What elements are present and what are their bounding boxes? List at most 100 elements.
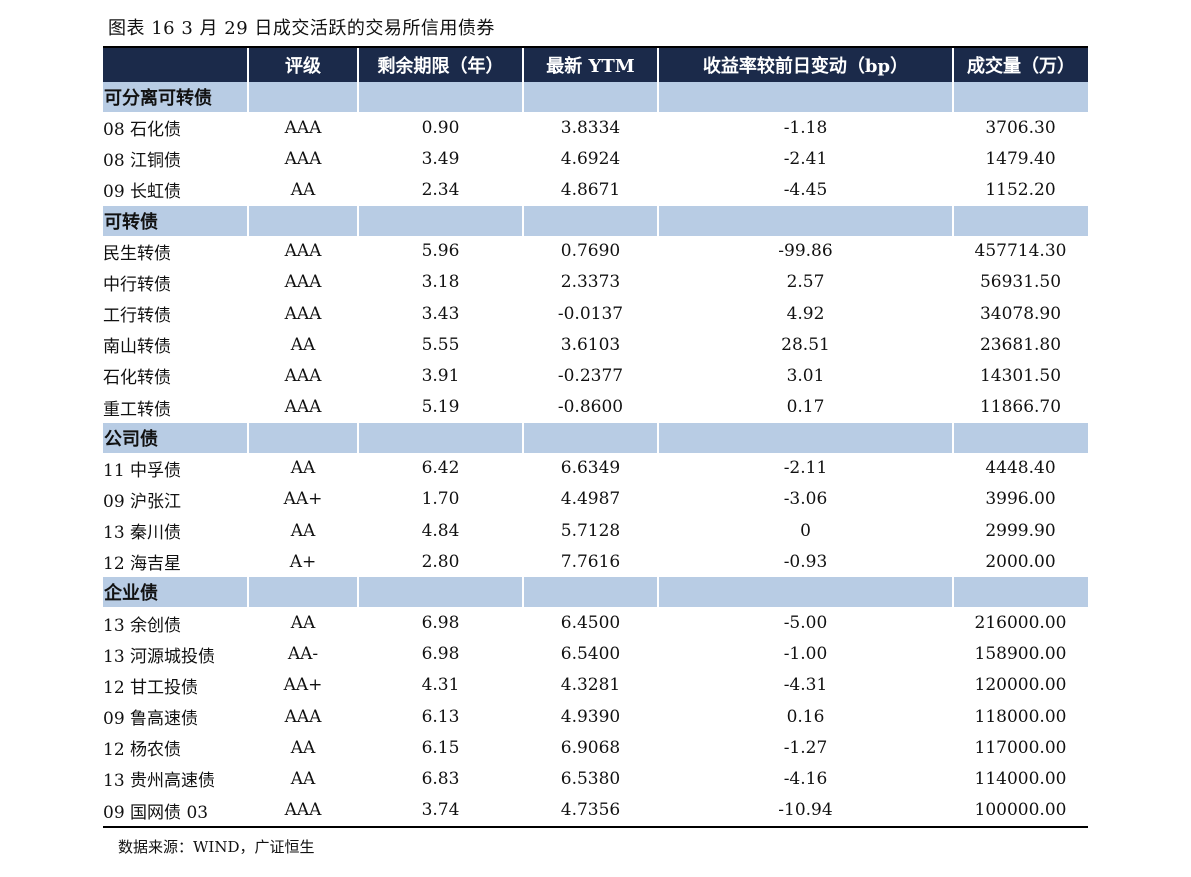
change-cell: -3.06 [783, 489, 828, 510]
volume-cell: 2999.90 [985, 520, 1056, 541]
volume-cell: 457714.30 [974, 241, 1067, 262]
bond-name-cell: 民生转债 [103, 243, 171, 264]
rating-cell: AA [290, 179, 316, 200]
volume-cell: 2000.00 [985, 551, 1056, 572]
rating-cell: AAA [284, 706, 322, 727]
volume-cell: 11866.70 [979, 397, 1062, 418]
volume-cell: 1479.40 [985, 148, 1056, 169]
section-filler-cell [248, 205, 359, 236]
section-filler-cell [658, 577, 954, 608]
section-filler-cell [523, 422, 659, 453]
term-cell: 5.19 [421, 397, 460, 418]
section-filler-cell [953, 205, 1088, 236]
ytm-cell: 4.7356 [560, 800, 621, 821]
header-volume: 成交量（万） [953, 48, 1088, 82]
volume-cell: 117000.00 [974, 737, 1067, 758]
volume-cell: 118000.00 [974, 706, 1067, 727]
section-row: 可分离可转债 [103, 82, 1088, 112]
term-cell: 2.80 [421, 551, 460, 572]
header-change: 收益率较前日变动（bp） [658, 48, 954, 82]
rating-cell: AA [290, 768, 316, 789]
change-cell: 0 [800, 520, 811, 541]
section-filler-cell [248, 422, 359, 453]
change-cell: -1.18 [783, 117, 828, 138]
term-cell: 3.74 [421, 800, 460, 821]
bond-name-cell: 13 余创债 [103, 615, 182, 636]
section-filler-cell [523, 205, 659, 236]
bond-name-cell: 09 长虹债 [103, 182, 182, 203]
term-cell: 6.42 [421, 458, 460, 479]
section-filler-cell [953, 422, 1088, 453]
change-cell: -4.16 [783, 768, 828, 789]
section-filler-cell [248, 82, 359, 112]
bond-name-cell: 08 江铜债 [103, 151, 182, 172]
section-filler-cell [953, 577, 1088, 608]
rating-cell: AA [290, 737, 316, 758]
bond-name-cell: 09 鲁高速债 [103, 709, 199, 730]
section-filler-cell [658, 205, 954, 236]
change-cell: -5.00 [783, 613, 828, 634]
volume-cell: 158900.00 [974, 644, 1067, 665]
bond-name-cell: 12 甘工投债 [103, 677, 199, 698]
term-cell: 5.96 [421, 241, 460, 262]
section-label: 企业债 [103, 577, 249, 608]
volume-cell: 4448.40 [985, 458, 1056, 479]
term-cell: 6.15 [421, 737, 460, 758]
volume-cell: 1152.20 [985, 179, 1056, 200]
term-cell: 3.91 [421, 365, 460, 386]
ytm-cell: -0.0137 [557, 303, 624, 324]
rating-cell: AA+ [283, 489, 323, 510]
section-row: 可转债 [103, 205, 1088, 236]
term-cell: 3.49 [421, 148, 460, 169]
term-cell: 6.98 [421, 644, 460, 665]
section-label: 可转债 [103, 205, 249, 236]
rating-cell: AAA [284, 365, 322, 386]
volume-cell: 216000.00 [974, 613, 1067, 634]
bond-name-cell: 13 秦川债 [103, 523, 182, 544]
change-cell: -2.11 [783, 458, 828, 479]
term-cell: 6.13 [421, 706, 460, 727]
term-cell: 4.84 [421, 520, 460, 541]
change-cell: 0.16 [786, 706, 825, 727]
ytm-cell: 4.4987 [560, 489, 621, 510]
volume-cell: 120000.00 [974, 675, 1067, 696]
change-cell: 3.01 [786, 365, 825, 386]
rating-cell: AA [290, 458, 316, 479]
section-label: 可分离可转债 [103, 82, 249, 112]
volume-cell: 34078.90 [979, 303, 1062, 324]
change-cell: 4.92 [786, 303, 825, 324]
ytm-cell: 6.4500 [560, 613, 621, 634]
change-cell: 28.51 [781, 334, 830, 355]
section-filler-cell [358, 205, 524, 236]
term-cell: 1.70 [421, 489, 460, 510]
bond-name-cell: 南山转债 [103, 337, 171, 358]
ytm-cell: 6.6349 [560, 458, 621, 479]
ytm-cell: 2.3373 [560, 272, 621, 293]
bond-name-cell: 13 贵州高速债 [103, 771, 216, 792]
rating-cell: AA [290, 334, 316, 355]
rating-cell: AAA [284, 800, 322, 821]
ytm-cell: 0.7690 [560, 241, 621, 262]
bond-table-container: 评级 剩余期限（年） 最新 YTM 收益率较前日变动（bp） 成交量（万） 可分… [103, 46, 1088, 828]
bond-name-cell: 09 国网债 03 [103, 802, 209, 823]
bond-name-cell: 13 河源城投债 [103, 646, 216, 667]
section-row: 企业债 [103, 577, 1088, 608]
rating-cell: AAA [284, 117, 322, 138]
volume-cell: 56931.50 [979, 272, 1062, 293]
ytm-cell: 7.7616 [560, 551, 621, 572]
ytm-cell: 6.5400 [560, 644, 621, 665]
volume-cell: 14301.50 [979, 365, 1062, 386]
rating-cell: A+ [289, 551, 317, 572]
change-cell: -4.31 [783, 675, 828, 696]
